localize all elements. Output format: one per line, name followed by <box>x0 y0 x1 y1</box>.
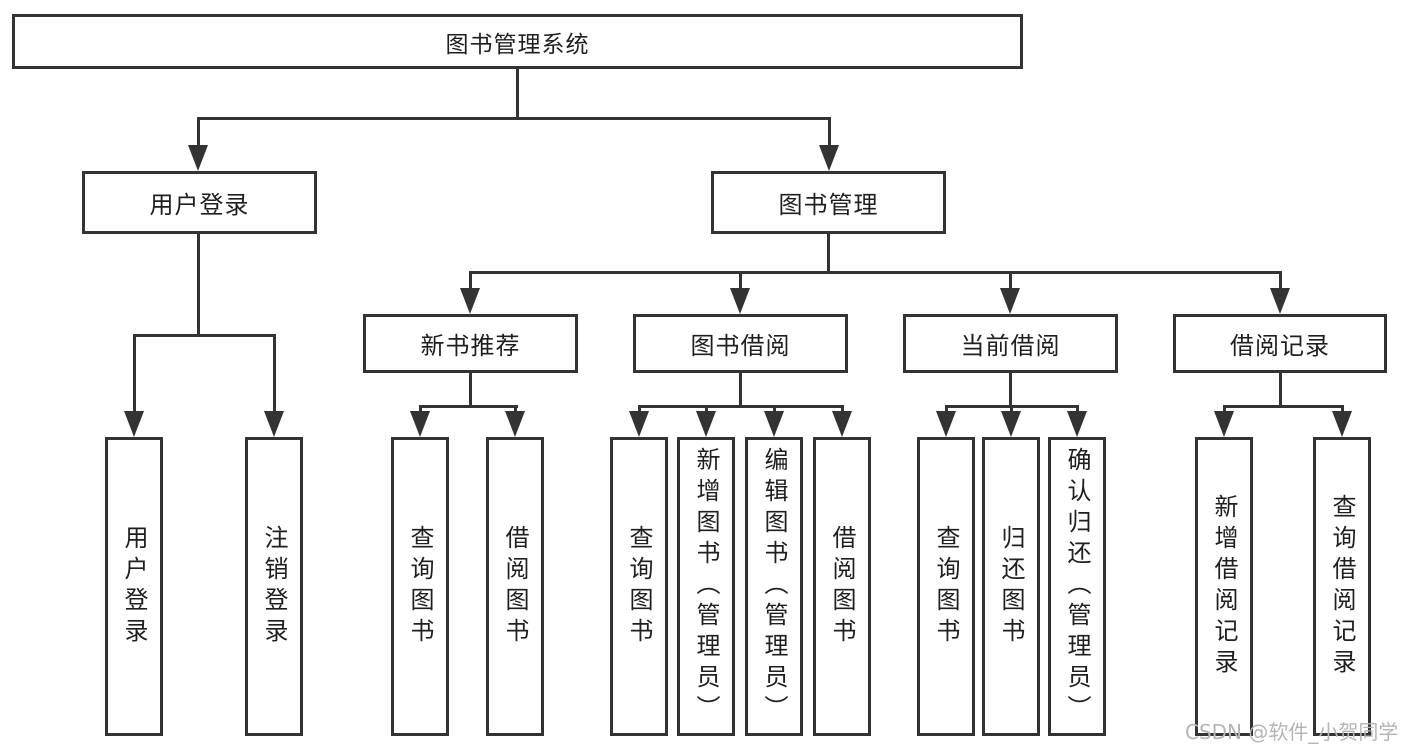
connector-vline <box>273 334 276 413</box>
connector-hline <box>133 334 275 337</box>
arrow-down-icon <box>1001 411 1021 437</box>
connector-vline <box>133 334 136 413</box>
arrow-down-icon <box>460 288 480 314</box>
node-label: 用户登录 <box>149 191 250 219</box>
node-new-book-recommendation: 新书推荐 <box>363 314 578 373</box>
leaf-query-books-recommend: 查询图书 <box>391 437 449 736</box>
arrow-down-icon <box>832 411 852 437</box>
connector-vline <box>516 69 519 119</box>
arrow-down-icon <box>188 145 208 171</box>
leaf-logout-login: 注销登录 <box>245 437 303 736</box>
leaf-label: 查询图书 <box>406 524 434 649</box>
leaf-edit-books-admin: 编辑图书（管理员） <box>745 437 803 736</box>
node-label: 新书推荐 <box>420 332 521 360</box>
arrow-down-icon <box>1332 411 1352 437</box>
arrow-down-icon <box>124 411 144 437</box>
leaf-add-books-admin: 新增图书（管理员） <box>677 437 735 736</box>
arrow-down-icon <box>936 411 956 437</box>
leaf-query-borrow-record: 查询借阅记录 <box>1313 437 1371 736</box>
arrow-down-icon <box>1000 288 1020 314</box>
connector-vline <box>1009 271 1012 291</box>
node-book-management: 图书管理 <box>711 171 946 234</box>
leaf-label: 借阅图书 <box>828 524 856 649</box>
connector-vline <box>197 234 200 336</box>
node-borrowing-records: 借阅记录 <box>1173 314 1387 373</box>
leaf-label: 注销登录 <box>260 524 288 649</box>
node-book-borrowing: 图书借阅 <box>633 314 848 373</box>
arrow-down-icon <box>629 411 649 437</box>
connector-vline <box>739 373 742 408</box>
connector-hline <box>419 405 518 408</box>
node-library-management-system: 图书管理系统 <box>12 14 1023 69</box>
leaf-return-books: 归还图书 <box>982 437 1040 736</box>
leaf-label: 新增借阅记录 <box>1210 493 1238 680</box>
connector-vline <box>469 373 472 408</box>
leaf-query-books-current: 查询图书 <box>917 437 975 736</box>
connector-vline <box>469 271 472 291</box>
arrow-down-icon <box>410 411 430 437</box>
arrow-down-icon <box>264 411 284 437</box>
arrow-down-icon <box>1270 288 1290 314</box>
node-label: 借阅记录 <box>1230 332 1330 360</box>
leaf-label: 查询借阅记录 <box>1328 493 1356 680</box>
connector-hline <box>1223 405 1344 408</box>
leaf-add-borrow-record: 新增借阅记录 <box>1195 437 1253 736</box>
node-label: 图书管理 <box>778 191 879 219</box>
connector-vline <box>1009 373 1012 408</box>
node-current-borrowing: 当前借阅 <box>903 314 1118 373</box>
leaf-label: 查询图书 <box>932 524 960 649</box>
connector-vline <box>1279 373 1282 408</box>
connector-vline <box>827 234 830 273</box>
arrow-down-icon <box>764 411 784 437</box>
node-label: 图书管理系统 <box>445 31 590 58</box>
leaf-label: 用户登录 <box>120 524 148 649</box>
connector-hline <box>469 271 1282 274</box>
leaf-label: 借阅图书 <box>501 524 529 649</box>
node-label: 当前借阅 <box>960 332 1061 360</box>
node-user-login: 用户登录 <box>82 171 317 234</box>
connector-vline <box>828 117 831 149</box>
arrow-down-icon <box>505 411 525 437</box>
connector-vline <box>739 271 742 291</box>
arrow-down-icon <box>1067 411 1087 437</box>
connector-hline <box>638 405 844 408</box>
csdn-watermark: CSDN @软件_小贺同学 <box>1185 720 1399 744</box>
arrow-down-icon <box>696 411 716 437</box>
leaf-borrow-books: 借阅图书 <box>813 437 871 736</box>
node-label: 图书借阅 <box>690 332 791 360</box>
leaf-confirm-return-admin: 确认归还（管理员） <box>1048 437 1106 736</box>
leaf-query-books-borrow: 查询图书 <box>610 437 668 736</box>
leaf-label: 编辑图书（管理员） <box>760 447 788 726</box>
connector-vline <box>197 117 200 149</box>
connector-hline <box>197 117 831 120</box>
arrow-down-icon <box>730 288 750 314</box>
leaf-borrow-books-recommend: 借阅图书 <box>486 437 544 736</box>
arrow-down-icon <box>819 145 839 171</box>
connector-vline <box>1279 271 1282 291</box>
arrow-down-icon <box>1214 411 1234 437</box>
leaf-label: 归还图书 <box>997 524 1025 649</box>
leaf-label: 确认归还（管理员） <box>1063 447 1091 726</box>
leaf-label: 新增图书（管理员） <box>692 447 720 726</box>
leaf-user-login: 用户登录 <box>105 437 163 736</box>
leaf-label: 查询图书 <box>625 524 653 649</box>
